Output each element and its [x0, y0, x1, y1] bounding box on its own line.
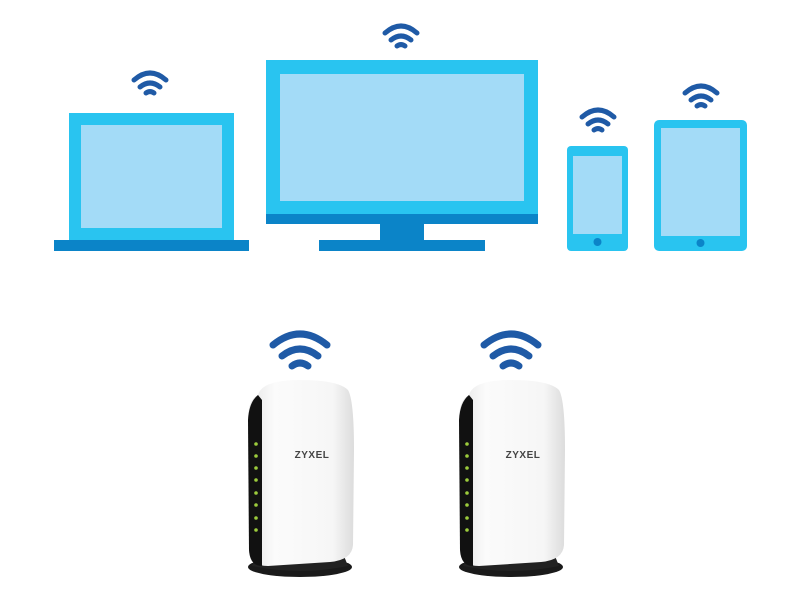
router-brand-logo: ZYXEL — [506, 450, 541, 461]
monitor-wifi-icon — [385, 26, 417, 46]
smartphone-wifi-icon — [582, 110, 614, 130]
router-wifi-icon — [273, 334, 327, 366]
status-led-column — [254, 442, 258, 532]
smartphone-icon — [567, 146, 628, 251]
tablet-icon — [654, 120, 747, 251]
laptop-icon — [54, 113, 249, 251]
router-brand-logo: ZYXEL — [295, 450, 330, 461]
router-device: ZYXEL — [248, 334, 354, 577]
status-led-column — [465, 442, 469, 532]
router-wifi-icon — [484, 334, 538, 366]
laptop-wifi-icon — [134, 73, 166, 93]
router-device: ZYXEL — [459, 334, 565, 577]
monitor-icon — [266, 60, 538, 251]
tablet-wifi-icon — [685, 86, 717, 106]
